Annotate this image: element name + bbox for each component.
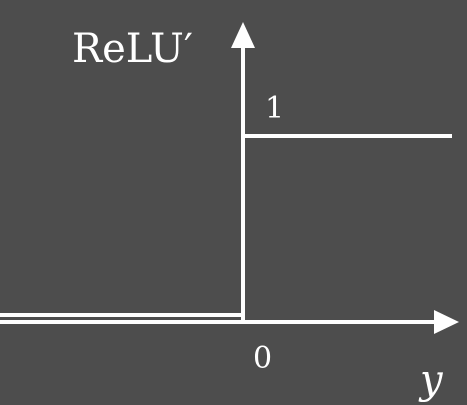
x-axis-label: y	[418, 357, 444, 403]
tick-label-y-one: 1	[265, 91, 284, 126]
y-axis-label: ReLU′	[72, 26, 193, 72]
x-axis-arrow	[434, 310, 459, 334]
tick-label-origin: 0	[253, 341, 272, 376]
y-axis-arrow	[231, 22, 255, 48]
series-layer	[0, 134, 452, 317]
